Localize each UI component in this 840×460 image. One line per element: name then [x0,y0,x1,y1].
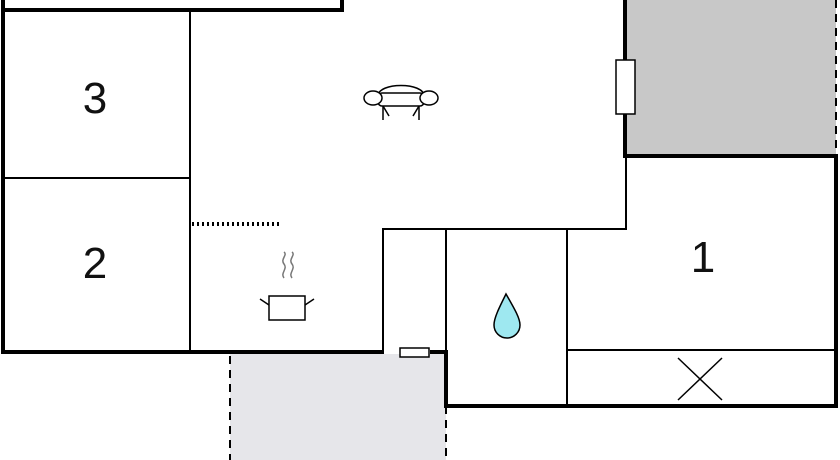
cooking-pot-icon [259,251,315,321]
terrace-top-right [626,0,837,156]
window-right [615,59,636,115]
sofa-icon [363,84,439,120]
interior-walls [3,12,836,406]
window-bottom [399,347,430,358]
terrace-bottom [229,354,447,460]
cross-mark-icon [677,357,723,401]
room-label-1: 1 [691,233,715,282]
room-label-3: 3 [83,74,107,123]
water-drop-icon [493,292,521,339]
room-label-2: 2 [83,239,107,288]
